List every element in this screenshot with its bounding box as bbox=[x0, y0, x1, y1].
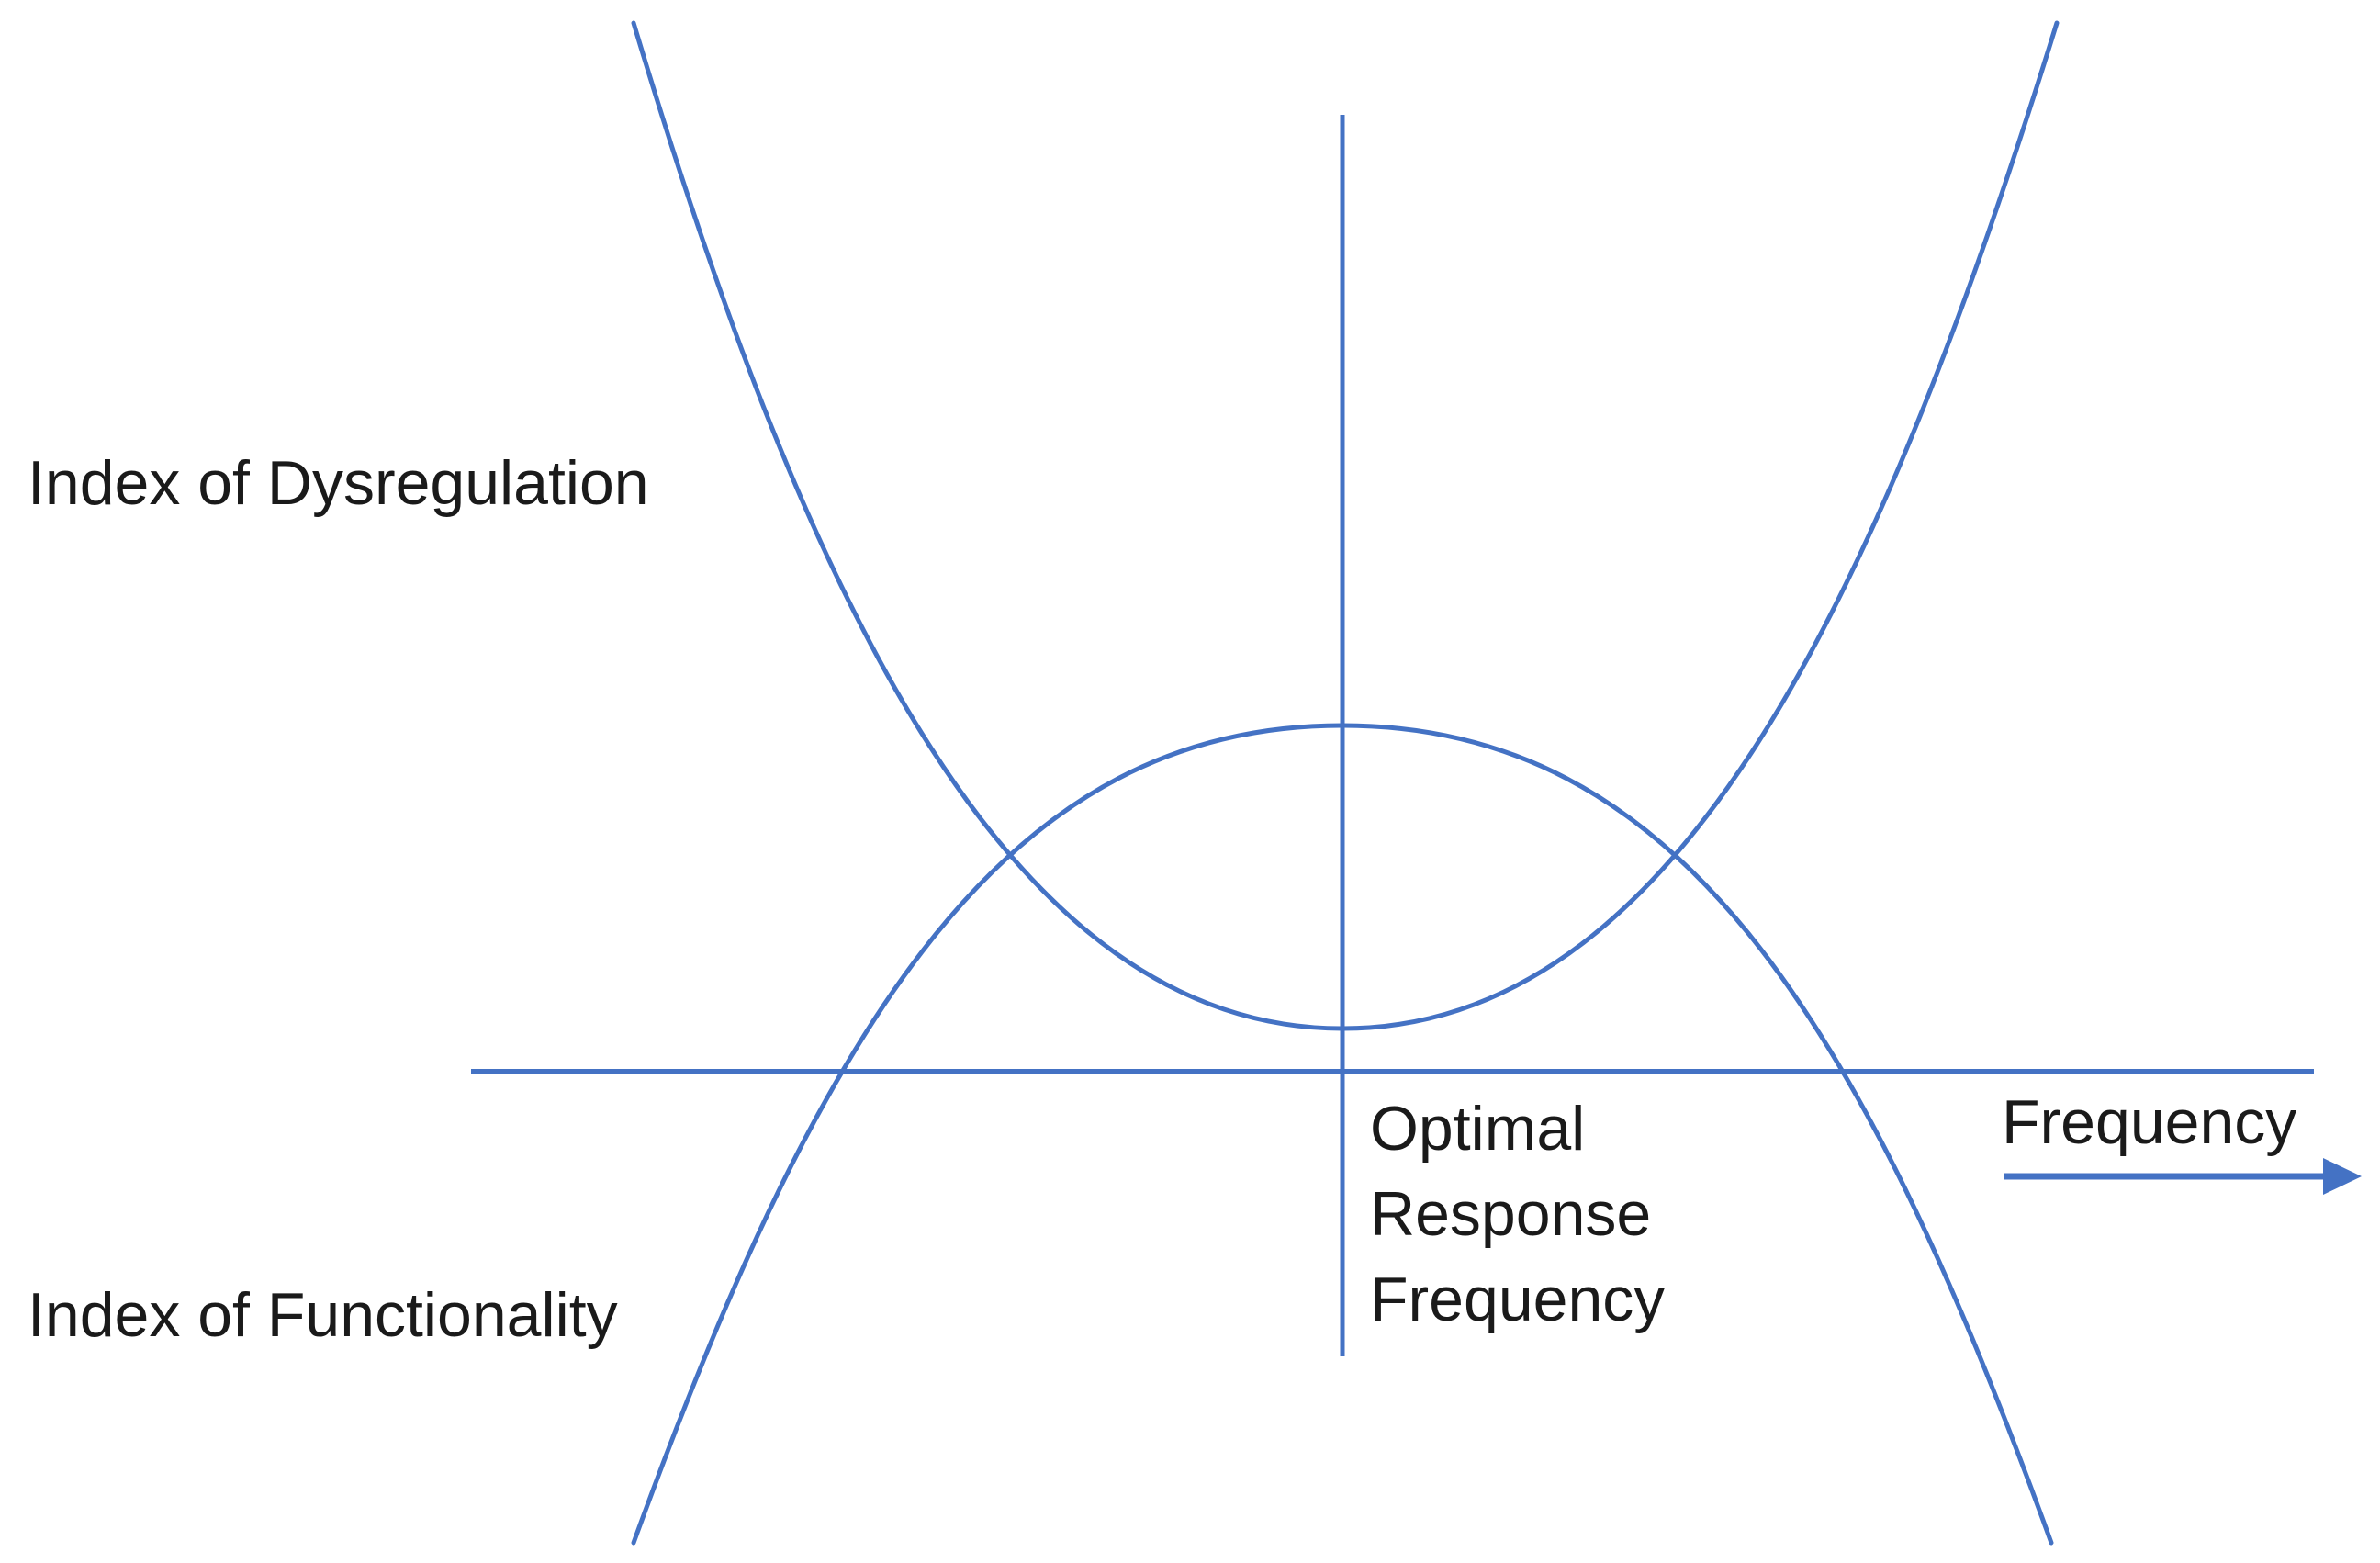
frequency-axis-label: Frequency bbox=[2002, 1087, 2297, 1157]
optimal-label-line2: Response bbox=[1370, 1179, 1652, 1249]
dysregulation-curve bbox=[631, 20, 2060, 1031]
dysregulation-axis-label: Index of Dysregulation bbox=[28, 448, 649, 518]
optimal-label-line1: Optimal bbox=[1370, 1094, 1586, 1164]
functionality-axis-label: Index of Functionality bbox=[28, 1280, 618, 1350]
functionality-curve bbox=[631, 723, 2054, 1546]
optimal-label-line3: Frequency bbox=[1370, 1265, 1666, 1334]
frequency-arrowhead-icon bbox=[2323, 1158, 2362, 1195]
